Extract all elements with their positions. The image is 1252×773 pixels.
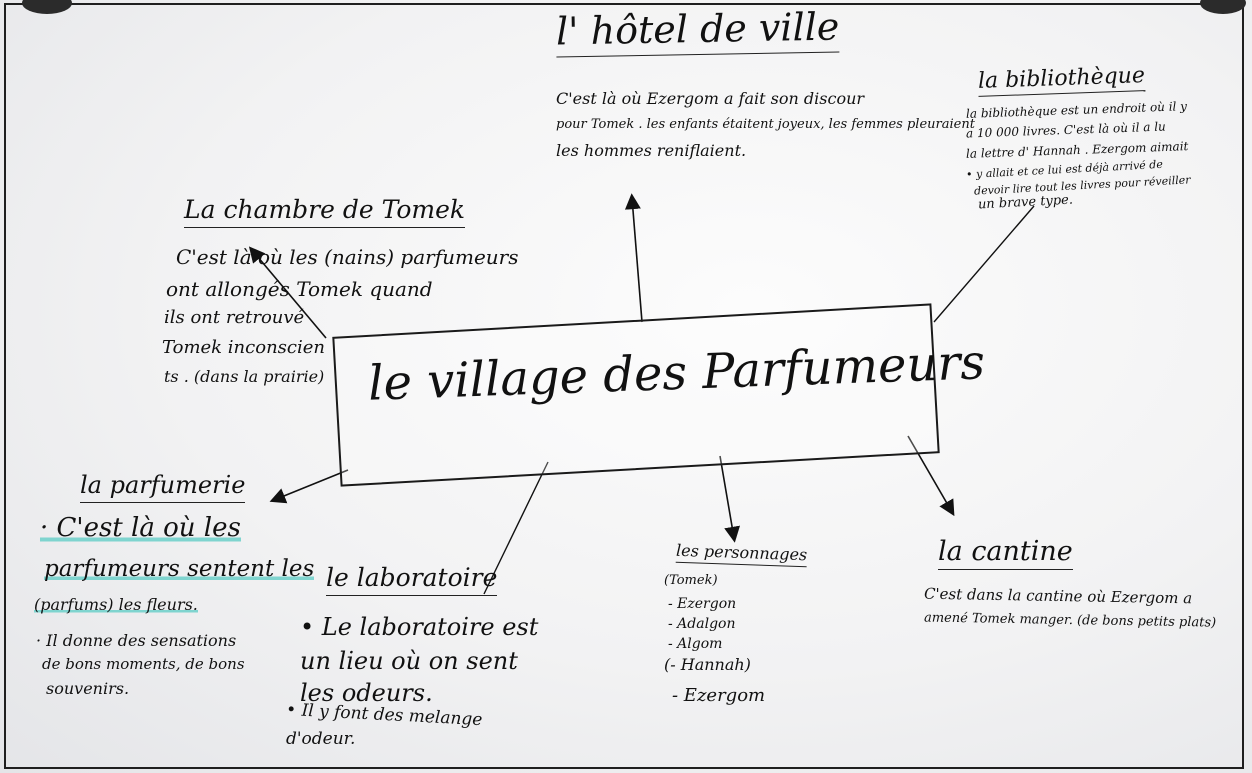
personnages-item-3: - Adalgon — [668, 616, 736, 632]
line-to-bibliotheque — [933, 205, 1035, 323]
personnages-item-1: (Tomek) — [664, 573, 718, 588]
laboratoire-line-1: • Le laboratoire est — [300, 613, 539, 641]
poster-frame — [4, 3, 1244, 769]
arrow-to-hotel — [624, 193, 643, 323]
personnages-item-6: - Ezergom — [672, 685, 766, 706]
hotel-title: l' hôtel de ville — [556, 5, 840, 58]
arrow-to-parfumerie — [269, 469, 349, 504]
pin-top-right — [1200, 0, 1246, 14]
personnages-title: les personnages — [675, 541, 808, 568]
chambre-line-3: ils ont retrouvé — [164, 307, 305, 328]
pin-top-left — [22, 0, 72, 14]
personnages-item-5: (- Hannah) — [664, 655, 751, 674]
hotel-text-line-3: les hommes reniflaient. — [556, 141, 747, 160]
laboratoire-line-3: les odeurs. — [300, 679, 433, 707]
personnages-item-4: - Algom — [668, 636, 723, 652]
parfumerie-line-5: de bons moments, de bons — [42, 655, 245, 673]
chambre-line-2: ont allongés Tomek quand — [166, 277, 433, 301]
chambre-line-1: C'est là où les (nains) parfumeurs — [176, 245, 519, 269]
chambre-title: La chambre de Tomek — [184, 195, 466, 228]
laboratoire-line-5: d'odeur. — [286, 729, 356, 749]
line-to-laboratoire — [483, 461, 549, 595]
parfumerie-line-6: souvenirs. — [46, 679, 130, 698]
cantine-title: la cantine — [938, 536, 1073, 571]
arrow-to-chambre — [248, 246, 327, 339]
parfumerie-line-4: · Il donne des sensations — [36, 631, 237, 650]
laboratoire-title: le laboratoire — [326, 563, 498, 596]
bibliotheque-title: la bibliothèque — [977, 63, 1146, 98]
laboratoire-line-2: un lieu où on sent — [300, 647, 518, 675]
arrow-to-personnages — [719, 455, 741, 543]
parfumerie-line-1: · C'est là où les — [40, 513, 241, 544]
parfumerie-title: la parfumerie — [80, 471, 246, 503]
personnages-item-2: - Ezergon — [668, 596, 737, 612]
arrow-to-cantine — [907, 435, 955, 517]
hotel-text-line-2: pour Tomek . les enfants étaitent joyeux… — [556, 117, 975, 132]
parfumerie-line-2: parfumeurs sentent les — [44, 556, 315, 583]
chambre-line-4: Tomek inconscien — [162, 337, 325, 358]
chambre-line-5: ts . (dans la prairie) — [164, 367, 325, 386]
parfumerie-line-3: (parfums) les fleurs. — [34, 595, 198, 615]
hotel-text-line-1: C'est là où Ezergom a fait son discour — [556, 89, 865, 108]
